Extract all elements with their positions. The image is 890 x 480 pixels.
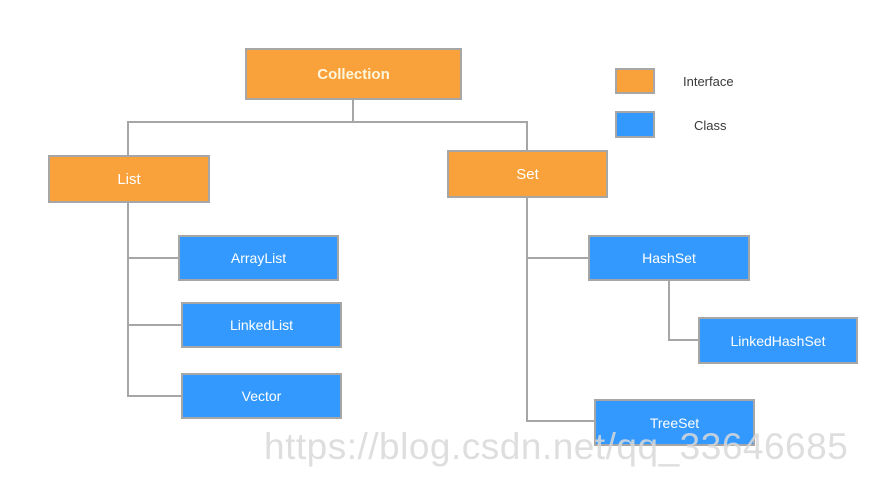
node-linkedlist: LinkedList: [181, 302, 342, 348]
node-hashset: HashSet: [588, 235, 750, 281]
node-list: List: [48, 155, 210, 203]
node-linkedhashset: LinkedHashSet: [698, 317, 858, 364]
node-vector: Vector: [181, 373, 342, 419]
legend-interface-swatch: [615, 68, 655, 94]
legend-class-label: Class: [694, 118, 727, 133]
node-treeset: TreeSet: [594, 399, 755, 446]
legend-interface-label: Interface: [683, 74, 734, 89]
legend-class-swatch: [615, 111, 655, 138]
node-set: Set: [447, 150, 608, 198]
node-collection: Collection: [245, 48, 462, 100]
node-arraylist: ArrayList: [178, 235, 339, 281]
